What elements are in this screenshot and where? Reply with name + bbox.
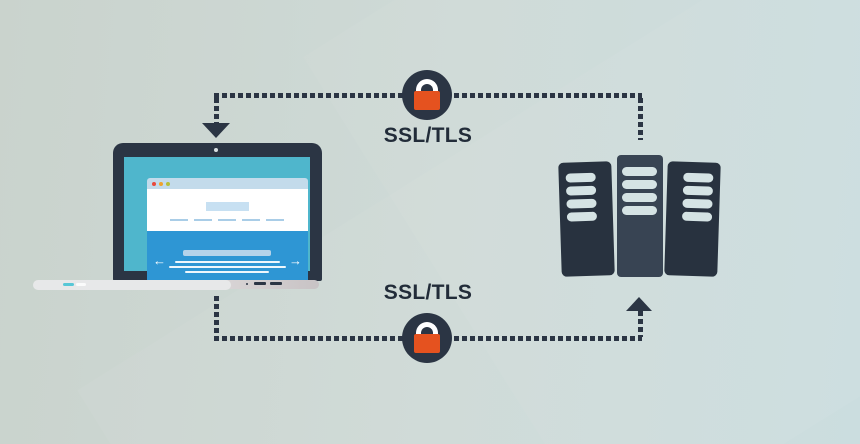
server-vent-slat (565, 172, 596, 183)
bottom-dotted-line-to-server (638, 311, 643, 337)
base-white-accent (76, 283, 86, 286)
nav-link-placeholder (266, 219, 284, 221)
window-dot-orange-icon (159, 181, 163, 186)
nav-menu-placeholder (170, 219, 284, 221)
hero-banner: ← → (147, 231, 308, 285)
nav-link-placeholder (242, 219, 260, 221)
window-dot-red-icon (152, 181, 156, 186)
padlock-body (414, 334, 440, 353)
laptop-display: ← → (124, 157, 310, 285)
base-indicator-dot (246, 283, 248, 285)
hero-text-line (185, 271, 269, 273)
base-port-icon (254, 282, 266, 285)
top-ssl-tls-label: SSL/TLS (383, 124, 473, 147)
nav-link-placeholder (194, 219, 212, 221)
padlock-shackle (416, 322, 438, 341)
server-vent-slat (566, 211, 598, 222)
padlock-icon (402, 313, 452, 363)
top-dotted-line-from-server (638, 98, 643, 140)
server-vent-slat (622, 180, 657, 189)
arrow-up-icon (626, 297, 652, 311)
hero-heading-placeholder (183, 250, 271, 256)
browser-titlebar (147, 178, 308, 189)
laptop-screen: ← → (113, 143, 322, 285)
arrow-down-icon (202, 123, 230, 138)
base-teal-accent (63, 283, 74, 286)
top-dotted-line-to-laptop (214, 98, 219, 123)
padlock-shackle (416, 79, 438, 98)
server-tower-right (664, 161, 721, 277)
server-vent-slat (622, 193, 657, 202)
laptop-base (33, 280, 231, 290)
nav-link-placeholder (170, 219, 188, 221)
server-vent-slat (622, 206, 657, 215)
padlock-icon (402, 70, 452, 120)
nav-link-placeholder (218, 219, 236, 221)
padlock-body (414, 91, 440, 110)
bottom-dotted-line-from-laptop (214, 296, 219, 337)
bottom-ssl-tls-label: SSL/TLS (383, 281, 473, 304)
browser-header-area (147, 189, 308, 231)
hero-text-line (175, 261, 280, 263)
server-tower-center (617, 155, 663, 277)
laptop-base-hinge (225, 280, 319, 289)
carousel-prev-arrow-icon: ← (153, 253, 166, 268)
webcam-dot-icon (214, 148, 218, 152)
browser-window: ← → (147, 178, 308, 285)
server-vent-slat (622, 167, 657, 176)
server-vent-slat (565, 185, 597, 196)
base-port-icon (270, 282, 282, 285)
server-tower-left (558, 161, 615, 277)
hero-text-line (169, 266, 286, 268)
server-vent-slat (681, 211, 713, 222)
server-vent-slat (682, 198, 713, 209)
window-dot-green-icon (166, 181, 170, 186)
logo-placeholder (206, 202, 249, 211)
server-vent-slat (682, 185, 714, 196)
carousel-next-arrow-icon: → (289, 253, 302, 268)
server-vent-slat (566, 198, 597, 209)
server-vent-slat (683, 172, 714, 183)
